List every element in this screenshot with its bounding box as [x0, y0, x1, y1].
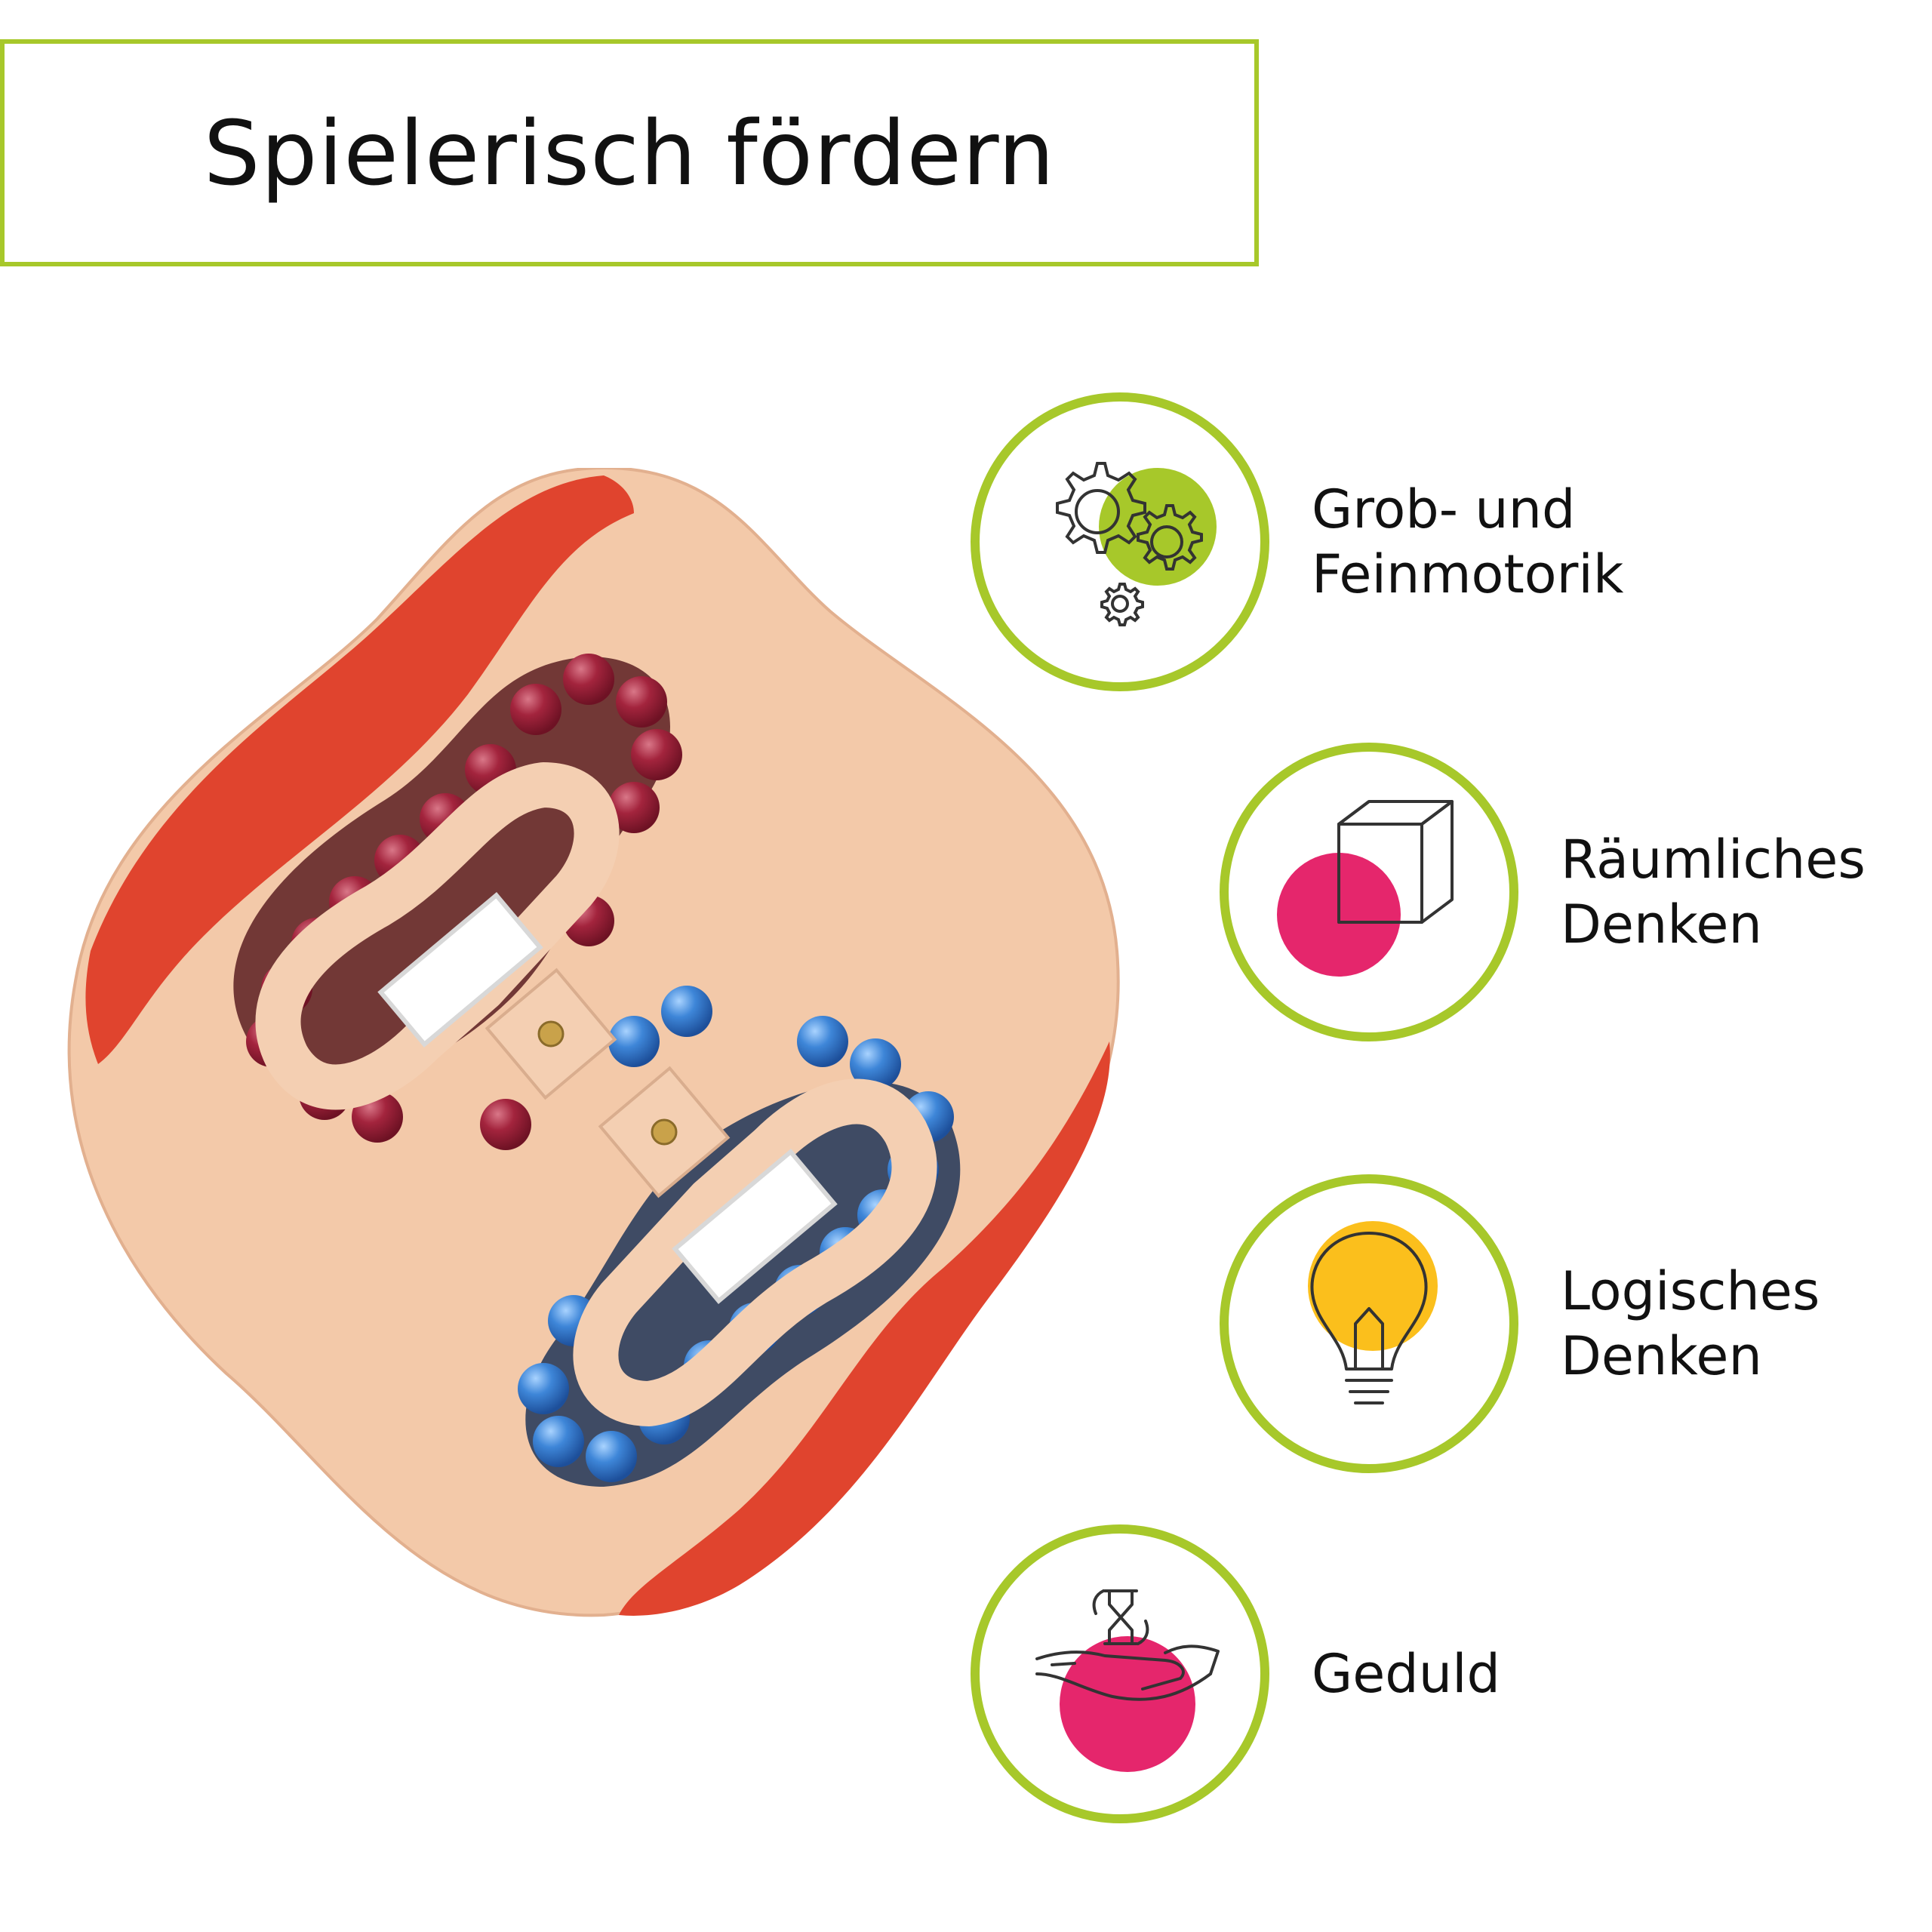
feature-raeumlich: Räumliches Denken: [1220, 743, 1866, 1041]
lightbulb-icon: [1308, 1221, 1438, 1404]
feature-icon-circle: [1220, 1174, 1518, 1473]
feature-motorik: Grob- und Feinmotorik: [971, 392, 1623, 691]
ball-maze-puzzle-toy-icon: [67, 466, 1120, 1617]
feature-icon-circle: [1220, 743, 1518, 1041]
feature-geduld: Geduld: [971, 1524, 1500, 1823]
gears-icon: [1056, 462, 1217, 626]
feature-logisch: Logisches Denken: [1220, 1174, 1820, 1473]
feature-icon-circle: [971, 1524, 1269, 1823]
page-title: Spielerisch fördern: [203, 100, 1056, 205]
title-banner: Spielerisch fördern: [0, 39, 1259, 266]
product-image: [60, 466, 1147, 1630]
hand-hourglass-icon: [1035, 1589, 1220, 1772]
feature-icon-circle: [971, 392, 1269, 691]
feature-label: Räumliches Denken: [1561, 829, 1866, 955]
feature-label: Geduld: [1312, 1643, 1500, 1705]
feature-label: Logisches Denken: [1561, 1260, 1820, 1387]
feature-label: Grob- und Feinmotorik: [1312, 478, 1624, 605]
cube-icon: [1277, 800, 1454, 977]
